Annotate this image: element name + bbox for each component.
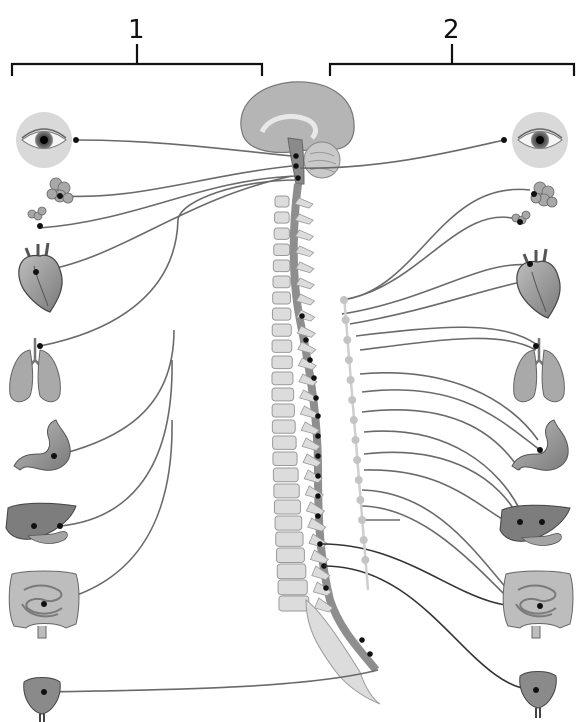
ganglion: [342, 316, 350, 324]
vertebra: [275, 196, 289, 207]
vertebra: [278, 580, 307, 595]
nerve-origin-dot: [293, 163, 299, 169]
heart-icon: [517, 249, 560, 318]
nerve-origin-dot: [307, 357, 313, 363]
nerve-origin-dot: [315, 413, 321, 419]
nerve-origin-dot: [299, 313, 305, 319]
bracket-group-2: 2: [330, 15, 574, 76]
ganglion: [360, 536, 368, 544]
ganglion: [340, 296, 348, 304]
nerve-origin-dot: [317, 541, 323, 547]
vertebra: [274, 228, 289, 239]
vertebra-process: [296, 246, 314, 256]
nerve-origin-dot: [323, 585, 329, 591]
bracket-label-2: 2: [443, 15, 460, 45]
vertebra: [272, 324, 291, 336]
ganglion: [355, 476, 363, 484]
vertebra: [277, 564, 306, 579]
ganglion: [347, 376, 355, 384]
nerve-origin-dot: [313, 395, 319, 401]
vertebra: [274, 484, 299, 498]
vertebra: [272, 308, 290, 320]
vertebra: [272, 340, 292, 352]
bladder-icon: [520, 672, 557, 719]
vertebra: [273, 468, 298, 482]
vertebra: [276, 548, 304, 562]
nerve-origin-dot: [315, 513, 321, 519]
vertebra: [273, 436, 297, 449]
vertebra: [273, 452, 297, 466]
vertebra: [275, 212, 290, 223]
stomach-icon: [14, 420, 70, 470]
nerve-origin-dot: [293, 153, 299, 159]
vertebra: [272, 372, 293, 385]
nerve-origin-dot: [367, 651, 373, 657]
right-organs: [500, 112, 573, 718]
brain: [241, 82, 354, 184]
vertebra: [273, 260, 290, 272]
bladder-icon: [24, 678, 61, 722]
nerve-origin-dot: [315, 433, 321, 439]
bracket-label-1: 1: [128, 15, 145, 45]
lungs-icon: [514, 338, 565, 402]
vertebra: [274, 244, 290, 255]
ganglion: [356, 496, 364, 504]
nerve-origin-dot: [315, 493, 321, 499]
bracket-2: [330, 44, 574, 76]
nerve-origin-dot: [295, 175, 301, 181]
vertebra: [279, 596, 309, 611]
ganglion: [350, 416, 358, 424]
vertebra: [273, 292, 291, 304]
eye-icon: [512, 112, 568, 168]
salivary-glands-icon: [512, 182, 557, 224]
heart-icon: [19, 243, 62, 312]
nerve-origin-dot: [315, 473, 321, 479]
bracket-group-1: 1: [12, 15, 262, 76]
nerve-origin-dot: [311, 375, 317, 381]
ganglion: [358, 516, 366, 524]
vertebra: [272, 420, 295, 433]
vertebra: [272, 388, 294, 401]
left-organs: [6, 112, 79, 722]
salivary-glands-icon: [28, 178, 73, 220]
ganglion: [343, 336, 351, 344]
spine: [272, 153, 380, 704]
vertebra: [275, 516, 302, 530]
vertebra: [274, 500, 300, 514]
ganglion: [351, 436, 359, 444]
eye-icon: [16, 112, 72, 168]
ganglion: [348, 396, 356, 404]
vertebra: [273, 276, 290, 288]
vertebra-process: [296, 262, 314, 273]
nerve-origin-dot: [315, 453, 321, 459]
nerve-origin-dot: [359, 637, 365, 643]
liver-icon: [500, 505, 570, 545]
vertebra: [276, 532, 303, 546]
nerve-origin-dot: [303, 337, 309, 343]
vertebra-process: [295, 230, 313, 240]
bracket-1: [12, 44, 262, 76]
ganglion: [353, 456, 361, 464]
ganglion: [361, 556, 369, 564]
liver-icon: [6, 503, 76, 543]
vertebra: [272, 404, 294, 417]
stomach-icon: [512, 420, 568, 470]
vertebra: [272, 356, 292, 369]
lungs-icon: [10, 338, 61, 402]
ganglion: [345, 356, 353, 364]
